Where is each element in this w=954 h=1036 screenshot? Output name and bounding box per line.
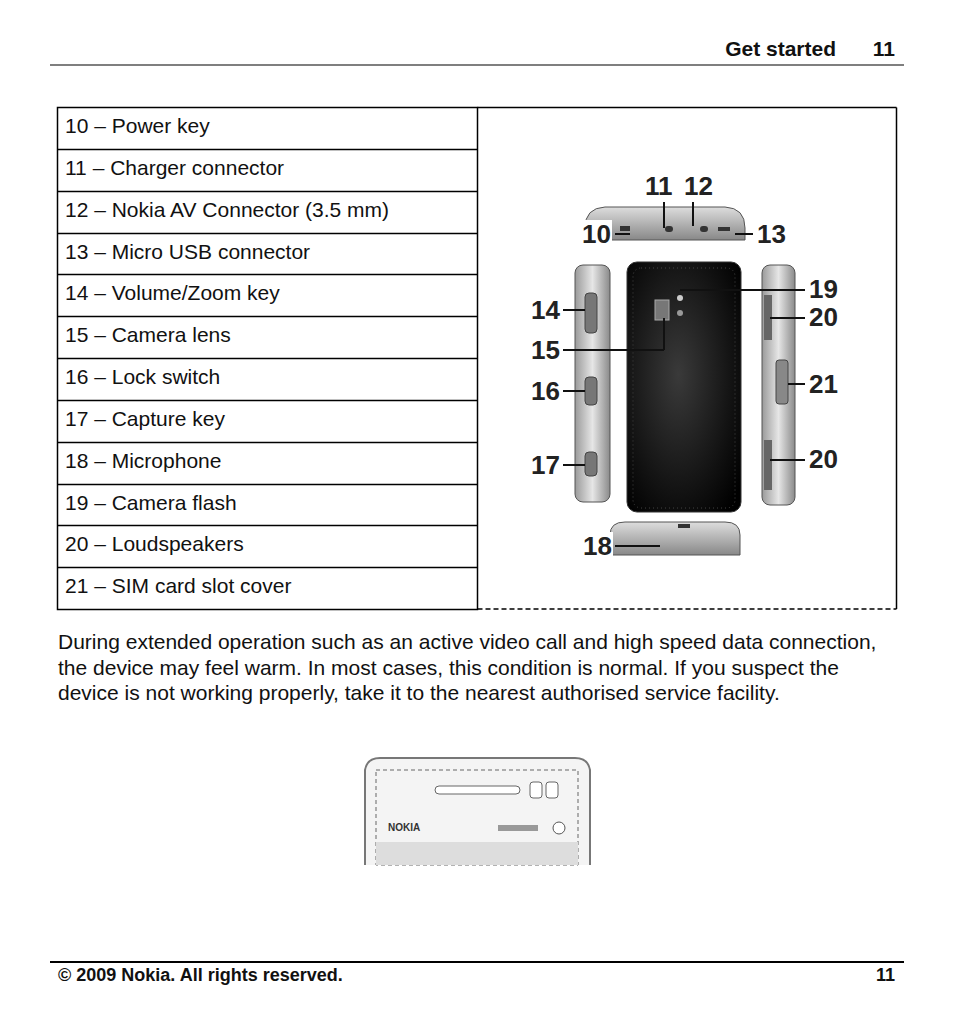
callout-number: 14 <box>530 296 561 326</box>
table-cell: 10 – Power key <box>65 114 210 138</box>
phone-front-illustration <box>365 758 590 865</box>
leader-lines <box>563 202 805 546</box>
page-number: 11 <box>873 37 895 61</box>
table-grid <box>58 108 897 610</box>
table-cell: 21 – SIM card slot cover <box>65 574 291 598</box>
table-cell: 19 – Camera flash <box>65 491 237 515</box>
table-cell: 17 – Capture key <box>65 407 225 431</box>
body-paragraph: During extended operation such as an act… <box>58 629 904 706</box>
table-cell: 14 – Volume/Zoom key <box>65 281 280 305</box>
table-cell: 20 – Loudspeakers <box>65 532 244 556</box>
page-number: 11 <box>876 965 895 986</box>
copyright-notice: © 2009 Nokia. All rights reserved. <box>58 965 343 986</box>
table-cell: 16 – Lock switch <box>65 365 220 389</box>
callout-number: 20 <box>808 303 839 333</box>
callout-number: 17 <box>530 451 561 481</box>
callout-number: 15 <box>530 336 561 366</box>
callout-number: 13 <box>756 220 787 250</box>
callout-number: 10 <box>581 220 612 250</box>
table-cell: 13 – Micro USB connector <box>65 240 310 264</box>
callout-number: 21 <box>808 370 839 400</box>
callout-number: 12 <box>683 172 714 202</box>
callout-number: 20 <box>808 445 839 475</box>
table-cell: 15 – Camera lens <box>65 323 231 347</box>
callout-number: 16 <box>530 377 561 407</box>
brand-logo: NOKIA <box>388 822 420 834</box>
phone-illustration <box>575 207 795 555</box>
callout-number: 19 <box>808 275 839 305</box>
footer-rule <box>50 961 904 963</box>
table-cell: 18 – Microphone <box>65 449 221 473</box>
table-cell: 12 – Nokia AV Connector (3.5 mm) <box>65 198 389 222</box>
table-cell: 11 – Charger connector <box>65 156 284 180</box>
header-rule <box>50 64 904 65</box>
callout-number: 18 <box>582 532 613 562</box>
callout-number: 11 <box>644 172 674 202</box>
page-header: Get started <box>725 37 836 61</box>
